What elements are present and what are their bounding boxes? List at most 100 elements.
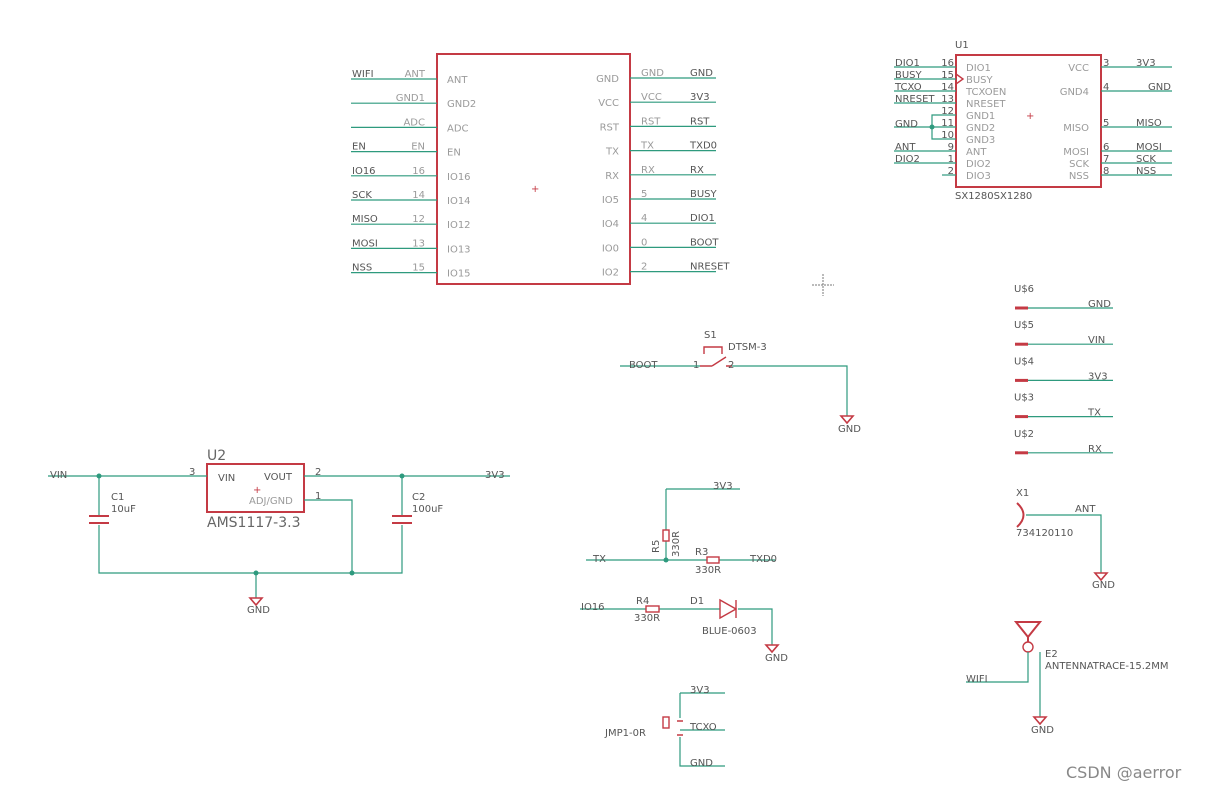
sx-pin-pad: 8 [1103, 166, 1109, 177]
watermark: CSDN @aerror [1066, 763, 1182, 782]
esp-pin-name: GND [596, 74, 619, 85]
esp-pin-pad: EN [411, 142, 425, 153]
esp-pin-pad: 0 [641, 237, 647, 248]
esp-pin-pad: TX [640, 141, 654, 152]
esp-pin-pad: RST [641, 116, 661, 127]
led-net-tx: TX [592, 554, 606, 565]
sx-pin-pad: 12 [941, 106, 954, 117]
esp-net-label: MOSI [352, 238, 378, 249]
r3-body [706, 556, 720, 564]
sx-net-label: GND [1148, 82, 1171, 93]
regulator-section[interactable]: U2 AMS1117-3.3 VIN VOUT ADJ/GND + 3 2 1 … [48, 448, 510, 616]
sx-pin-name: DIO3 [966, 171, 991, 182]
r3-value: 330R [695, 565, 721, 576]
sx-pin-pad: 4 [1103, 82, 1109, 93]
led-gnd-icon [764, 644, 780, 654]
sx-net-label: SCK [1136, 154, 1156, 165]
sx-pin-name: NSS [1069, 171, 1089, 182]
sx-pin-pad: 13 [941, 94, 954, 105]
r5-ref: R5 [651, 540, 662, 553]
junction [96, 473, 102, 479]
antenna-icon [1013, 621, 1043, 642]
antenna-feed [1022, 641, 1034, 653]
esp-net-label: RX [690, 165, 704, 176]
esp-pin-name: IO14 [447, 196, 471, 207]
boot-switch[interactable]: S1 DTSM-3 1 2 BOOT GND [620, 330, 861, 435]
r5-body [662, 529, 670, 542]
esp-pin-pad: 4 [641, 213, 647, 224]
led-net-io16: IO16 [581, 602, 605, 613]
r3-ref: R3 [695, 547, 708, 558]
s1-value: DTSM-3 [728, 342, 767, 353]
regulator-pad-out: 2 [315, 467, 321, 478]
sx-pin-pad: 7 [1103, 154, 1109, 165]
regulator-origin-mark: + [253, 485, 261, 496]
esp-net-label: IO16 [352, 166, 376, 177]
sx-pin-pad: 11 [941, 118, 954, 129]
sx1280-body[interactable] [955, 54, 1102, 188]
esp-pin-pad: GND1 [396, 93, 425, 104]
sx-pin-pad: 2 [948, 166, 954, 177]
c2-value: 100uF [412, 504, 443, 515]
s1-net-boot: BOOT [629, 360, 658, 371]
sx-gnd-junction [929, 124, 935, 130]
esp-pin-pad: 15 [412, 263, 425, 274]
x1-coax-icon [1016, 502, 1025, 528]
d1-value: BLUE-0603 [702, 626, 757, 637]
junction [349, 570, 355, 576]
esp-pin-name: EN [447, 148, 461, 159]
regulator-wires [48, 475, 510, 598]
esp-pin-name: ADC [447, 123, 469, 134]
r4-ref: R4 [636, 596, 649, 607]
esp-left-pins: ANTANTWIFIGND2GND1ADCADCENENENIO1616IO16… [351, 69, 476, 280]
x1-wires [1026, 514, 1102, 573]
sx1280-module[interactable]: U1 SX1280SX1280 + DIO116DIO1BUSY15BUSYTC… [894, 40, 1172, 202]
junction [253, 570, 259, 576]
esp-pin-name: IO2 [602, 268, 619, 279]
esp-pin-name: GND2 [447, 99, 476, 110]
s1-net-gnd: GND [838, 424, 861, 435]
crosshair-cursor-icon [812, 274, 834, 296]
esp-pin-name: TX [605, 147, 619, 158]
x1-gnd-icon [1093, 572, 1109, 582]
led-section[interactable]: 3V3 TX TXD0 IO16 R3 330R R4 330R D1 BLUE… [580, 481, 788, 664]
connector-net-label: 3V3 [1088, 371, 1108, 382]
x1-connector[interactable]: X1 734120110 ANT GND [1016, 488, 1115, 591]
esp-module-body[interactable] [436, 53, 631, 285]
sx-pin-pad: 6 [1103, 142, 1109, 153]
esp-pin-pad: ANT [405, 69, 426, 80]
connector-ref: U$4 [1014, 356, 1034, 367]
esp-pin-name: IO12 [447, 220, 471, 231]
e2-antenna[interactable]: E2 ANTENNATRACE-15.2MM WIFI GND [966, 621, 1169, 736]
led-net-txd0: TXD0 [749, 554, 777, 565]
sx-pin-name: NRESET [966, 99, 1006, 110]
sx-net-label: MOSI [1136, 142, 1162, 153]
esp-net-label: NSS [352, 263, 372, 274]
e2-ref: E2 [1045, 649, 1058, 660]
esp-pin-pad: ADC [403, 117, 425, 128]
esp-net-label: NRESET [690, 262, 730, 273]
jumper-section[interactable]: JMP1-0R 3V3 TCXO GND [604, 685, 725, 769]
sx1280-ref: U1 [955, 40, 969, 51]
regulator-pad-in: 3 [189, 467, 195, 478]
esp-module[interactable]: + ANTANTWIFIGND2GND1ADCADCENENENIO1616IO… [351, 53, 730, 285]
jumper-wires [679, 692, 725, 767]
esp-pin-pad: RX [641, 165, 655, 176]
sx-net-label: ANT [895, 142, 916, 153]
sx-pin-pad: 3 [1103, 58, 1109, 69]
reg-net-vin: VIN [50, 470, 67, 481]
esp-pin-pad: 13 [412, 238, 425, 249]
regulator-pin-out: VOUT [264, 472, 293, 483]
s1-actuator [703, 346, 723, 354]
jumper-ref: JMP1-0R [604, 728, 646, 739]
jumper-net-tcxo: TCXO [689, 722, 717, 733]
reg-gnd-icon [248, 597, 264, 607]
sx-pin-name: ANT [966, 147, 987, 158]
x1-value: 734120110 [1016, 528, 1073, 539]
sx-pin-name: VCC [1068, 63, 1089, 74]
regulator-body[interactable] [206, 463, 305, 513]
esp-pin-name: IO15 [447, 269, 471, 280]
esp-net-label: MISO [352, 214, 378, 225]
c2-ref: C2 [412, 492, 425, 503]
